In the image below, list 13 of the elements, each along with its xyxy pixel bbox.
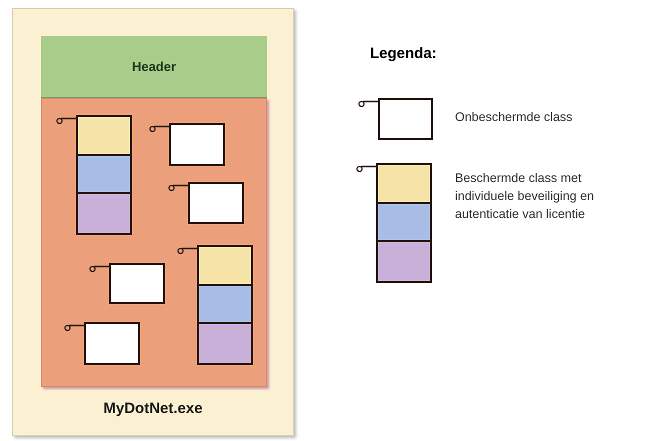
legend-text: Onbeschermde class [455, 109, 574, 126]
file-name: MyDotNet.exe [102, 400, 204, 417]
header-band: Header [41, 36, 267, 98]
protected-class-box [197, 245, 253, 365]
file-panel [12, 8, 294, 436]
protected-class-box [76, 115, 132, 235]
body-panel [41, 98, 267, 387]
legend-text: Beschermde class met individuele beveiliging en autenticatie van licentie [455, 170, 595, 223]
class-box [109, 263, 165, 304]
legend-title: Legenda: [370, 45, 437, 62]
class-box [188, 182, 244, 224]
class-box [169, 123, 225, 166]
class-box [84, 322, 140, 365]
